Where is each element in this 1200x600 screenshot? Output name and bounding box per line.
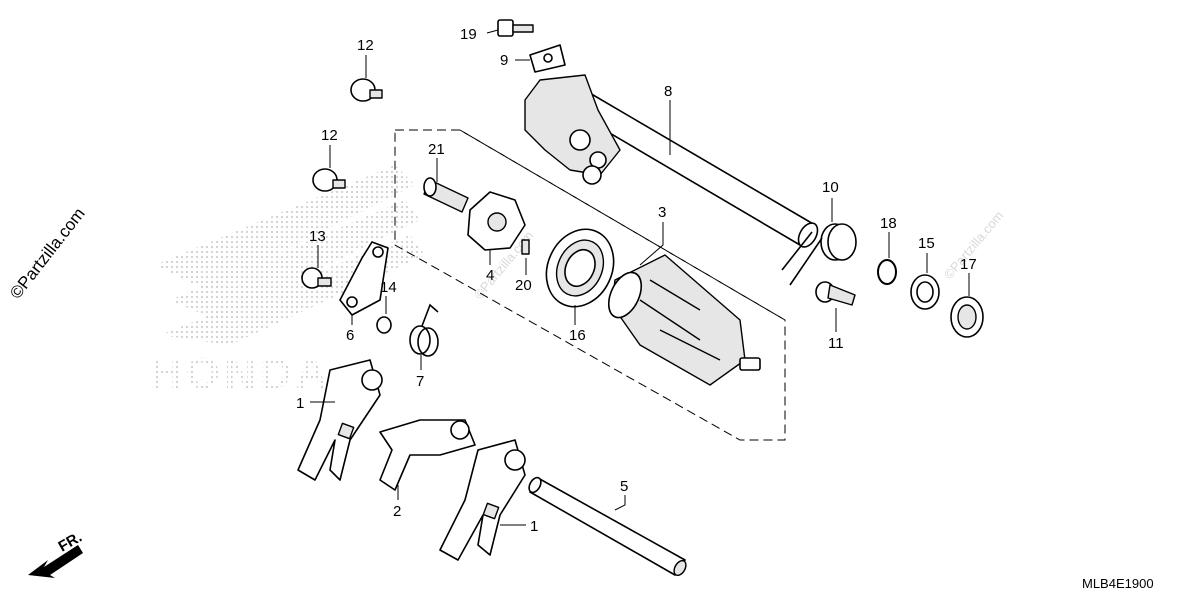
part-9-plate[interactable]	[529, 44, 566, 73]
callout-2[interactable]: 2	[393, 503, 401, 520]
part-17-oil-seal[interactable]	[950, 296, 984, 338]
part-5-fork-shaft[interactable]	[527, 476, 689, 578]
callout-4[interactable]: 4	[486, 267, 494, 284]
part-10-return-spring[interactable]	[781, 223, 857, 286]
callout-19[interactable]: 19	[460, 26, 477, 43]
callout-3[interactable]: 3	[658, 204, 666, 221]
part-4-star-plate[interactable]	[467, 191, 526, 251]
callout-10[interactable]: 10	[822, 179, 839, 196]
side-watermark-text: ©Partzilla.com	[6, 204, 89, 302]
callout-21[interactable]: 21	[428, 141, 445, 158]
callout-17[interactable]: 17	[960, 256, 977, 273]
assembly-dash-mid	[459, 129, 786, 321]
diagram-code: MLB4E1900	[1082, 576, 1154, 591]
callout-12-lower[interactable]: 12	[321, 127, 338, 144]
callout-16[interactable]: 16	[569, 327, 586, 344]
callout-14[interactable]: 14	[380, 279, 397, 296]
part-1-shift-fork-upper[interactable]	[297, 359, 383, 481]
callout-6[interactable]: 6	[346, 327, 354, 344]
part-2-shift-fork[interactable]	[379, 419, 476, 491]
callout-18[interactable]: 18	[880, 215, 897, 232]
part-16-bearing[interactable]	[534, 218, 626, 318]
part-19-bolt[interactable]	[497, 19, 534, 37]
callout-5[interactable]: 5	[620, 478, 628, 495]
callout-15[interactable]: 15	[918, 235, 935, 252]
part-14-washer[interactable]	[376, 316, 392, 334]
part-11-pin-bolt[interactable]	[815, 281, 856, 306]
part-3-shift-drum[interactable]	[602, 254, 761, 386]
part-21-bolt[interactable]	[423, 177, 469, 213]
part-15-washer[interactable]	[910, 274, 940, 310]
callout-labels: 19 9 8 12 12 21 3 10 18 13 15 17 4 20 14…	[296, 26, 977, 535]
callout-1-lower[interactable]: 1	[530, 518, 538, 535]
callout-20[interactable]: 20	[515, 277, 532, 294]
callout-1-upper[interactable]: 1	[296, 395, 304, 412]
part-13-bolt[interactable]	[301, 267, 332, 289]
callout-8[interactable]: 8	[664, 83, 672, 100]
part-18-circlip[interactable]	[877, 259, 897, 285]
front-direction-indicator: FR.	[28, 529, 85, 578]
part-1-shift-fork-lower[interactable]	[439, 439, 526, 561]
callout-13[interactable]: 13	[309, 228, 326, 245]
callout-9[interactable]: 9	[500, 52, 508, 69]
brand-watermark-text: HONDA	[150, 349, 331, 398]
callout-12-upper[interactable]: 12	[357, 37, 374, 54]
callout-7[interactable]: 7	[416, 373, 424, 390]
part-8-shift-spindle[interactable]	[524, 74, 821, 250]
part-20-pin[interactable]	[521, 239, 530, 255]
part-7-spring[interactable]	[409, 303, 439, 357]
callout-11[interactable]: 11	[828, 335, 844, 352]
part-12-bolt-upper[interactable]	[350, 78, 383, 102]
part-12-bolt-lower[interactable]	[312, 168, 346, 192]
